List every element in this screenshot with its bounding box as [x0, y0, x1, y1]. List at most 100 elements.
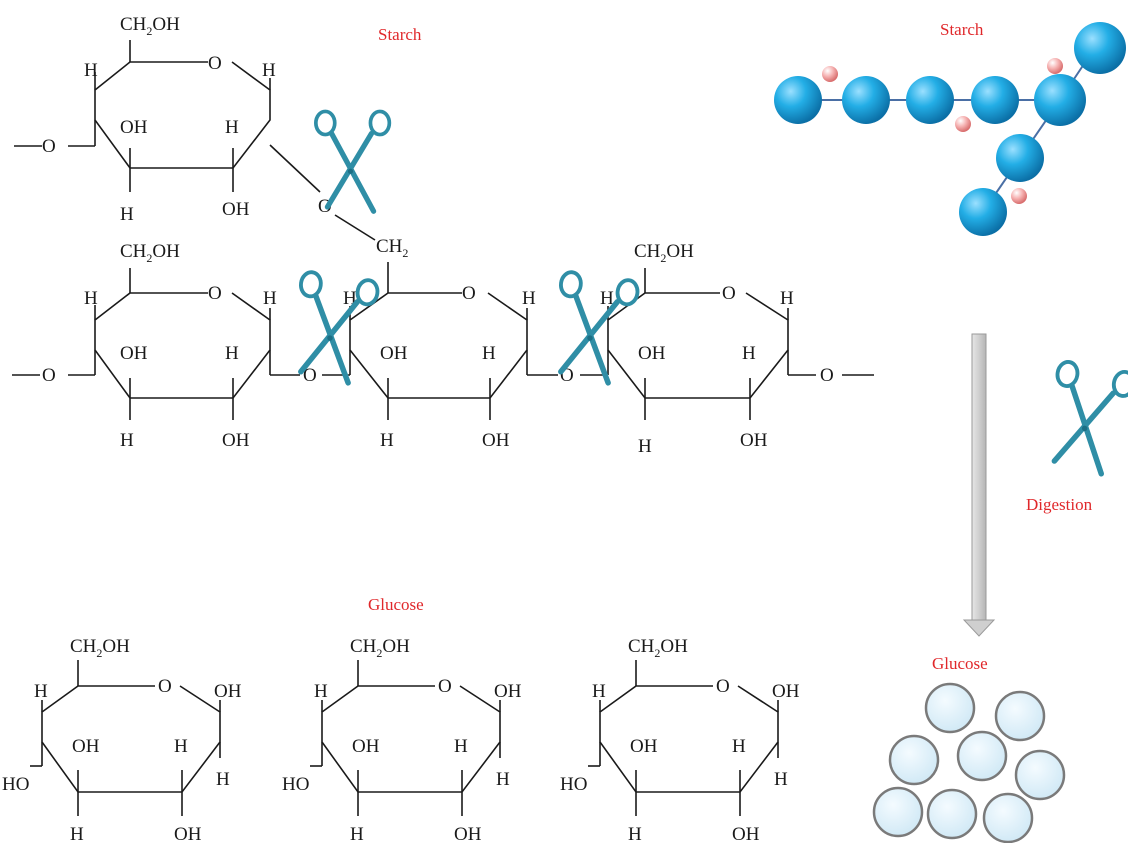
glucose-bead [842, 76, 890, 124]
h-label: H [496, 769, 510, 790]
h-label: H [70, 824, 84, 843]
down-arrow-icon [962, 333, 996, 637]
h-label: H [600, 288, 614, 309]
ch2oh-label: CH2OH [70, 636, 130, 660]
oh-label: OH [222, 430, 250, 451]
h-label: H [742, 343, 756, 364]
glucose-bead [774, 76, 822, 124]
glucose-bead-cluster [872, 682, 1066, 844]
glucose-bead [1074, 22, 1126, 74]
h-label: H [780, 288, 794, 309]
ch2oh-label: CH2OH [120, 241, 180, 265]
starch-branch-ring: CH2OH O H H O OH H H OH O CH2 [14, 14, 408, 260]
ring-oxygen: O [208, 53, 222, 74]
oh-label: OH [352, 736, 380, 757]
oh-label: OH [482, 430, 510, 451]
glucose-bead [959, 188, 1007, 236]
glucose-bead [924, 682, 976, 734]
oh-label: OH [454, 824, 482, 843]
h-label: H [120, 430, 134, 451]
h-label: H [454, 736, 468, 757]
oh-label: OH [638, 343, 666, 364]
branch-point-marker [1047, 58, 1063, 74]
glucose-bead [1034, 74, 1086, 126]
oh-label: OH [120, 117, 148, 138]
h-label: H [225, 117, 239, 138]
glucose-bead [996, 134, 1044, 182]
glucose-bead [926, 788, 978, 840]
ho-label: HO [2, 774, 29, 795]
h-label: H [216, 769, 230, 790]
oh-label: OH [174, 824, 202, 843]
h-label: H [380, 430, 394, 451]
oh-label: OH [740, 430, 768, 451]
starch-main-chain: CH2OH O H H O OH H H OH O H O H OH H H O… [12, 241, 874, 457]
link-oxygen: O [42, 136, 56, 157]
ch2oh-label: CH2OH [634, 241, 694, 265]
oh-label: OH [120, 343, 148, 364]
oh-label: OH [380, 343, 408, 364]
link-oxygen: O [42, 365, 56, 386]
oh-label: OH [630, 736, 658, 757]
h-label: H [174, 736, 188, 757]
ch2oh-label: CH2OH [628, 636, 688, 660]
scissors-icon [288, 271, 379, 385]
starch-bead-model [774, 22, 1126, 236]
scissors-icon [1042, 360, 1128, 476]
glucose-molecule: CH2OH O OH H OH H H HO H OH [2, 636, 242, 845]
glucose-bead [906, 76, 954, 124]
starch-model-label: Starch [940, 20, 984, 39]
starch-structure-label: Starch [378, 25, 422, 44]
h-label: H [262, 60, 276, 81]
ring-oxygen: O [716, 676, 730, 697]
ring-oxygen: O [438, 676, 452, 697]
oh-label: OH [214, 681, 242, 702]
h-label: H [522, 288, 536, 309]
h-label: H [732, 736, 746, 757]
h-label: H [84, 288, 98, 309]
glucose-bead [994, 690, 1046, 742]
ho-label: HO [560, 774, 587, 795]
glucose-molecule: CH2OH O OH H OH H H HO H OH [560, 636, 800, 845]
glucose-molecule: CH2OH O OH H OH H H HO H OH [282, 636, 522, 845]
h-label: H [482, 343, 496, 364]
link-oxygen: O [820, 365, 834, 386]
h-label: H [628, 824, 642, 843]
h-label: H [84, 60, 98, 81]
ring-oxygen: O [462, 283, 476, 304]
glucose-bead [872, 786, 924, 838]
glycosidic-oxygen: O [303, 365, 317, 386]
ch2oh-label: CH2OH [350, 636, 410, 660]
h-label: H [34, 681, 48, 702]
ring-oxygen: O [208, 283, 222, 304]
ho-label: HO [282, 774, 309, 795]
glucose-structure-label: Glucose [368, 595, 424, 614]
h-label: H [592, 681, 606, 702]
h-label: H [120, 204, 134, 225]
h-label: H [774, 769, 788, 790]
ring-oxygen: O [722, 283, 736, 304]
oh-label: OH [494, 681, 522, 702]
h-label: H [263, 288, 277, 309]
glucose-model-label: Glucose [932, 654, 988, 673]
oh-label: OH [72, 736, 100, 757]
branch-point-marker [822, 66, 838, 82]
branch-point-marker [955, 116, 971, 132]
oh-label: OH [732, 824, 760, 843]
glucose-bead [888, 734, 940, 786]
glucose-bead [982, 792, 1034, 844]
h-label: H [225, 343, 239, 364]
ch2oh-label: CH2OH [120, 14, 180, 38]
branch-point-marker [1011, 188, 1027, 204]
oh-label: OH [772, 681, 800, 702]
glucose-bead [1014, 749, 1066, 801]
oh-label: OH [222, 199, 250, 220]
glucose-bead [956, 730, 1008, 782]
h-label: H [638, 436, 652, 457]
ring-oxygen: O [158, 676, 172, 697]
digestion-label: Digestion [1026, 495, 1093, 514]
glucose-bead [971, 76, 1019, 124]
ch2-label: CH2 [376, 236, 408, 260]
